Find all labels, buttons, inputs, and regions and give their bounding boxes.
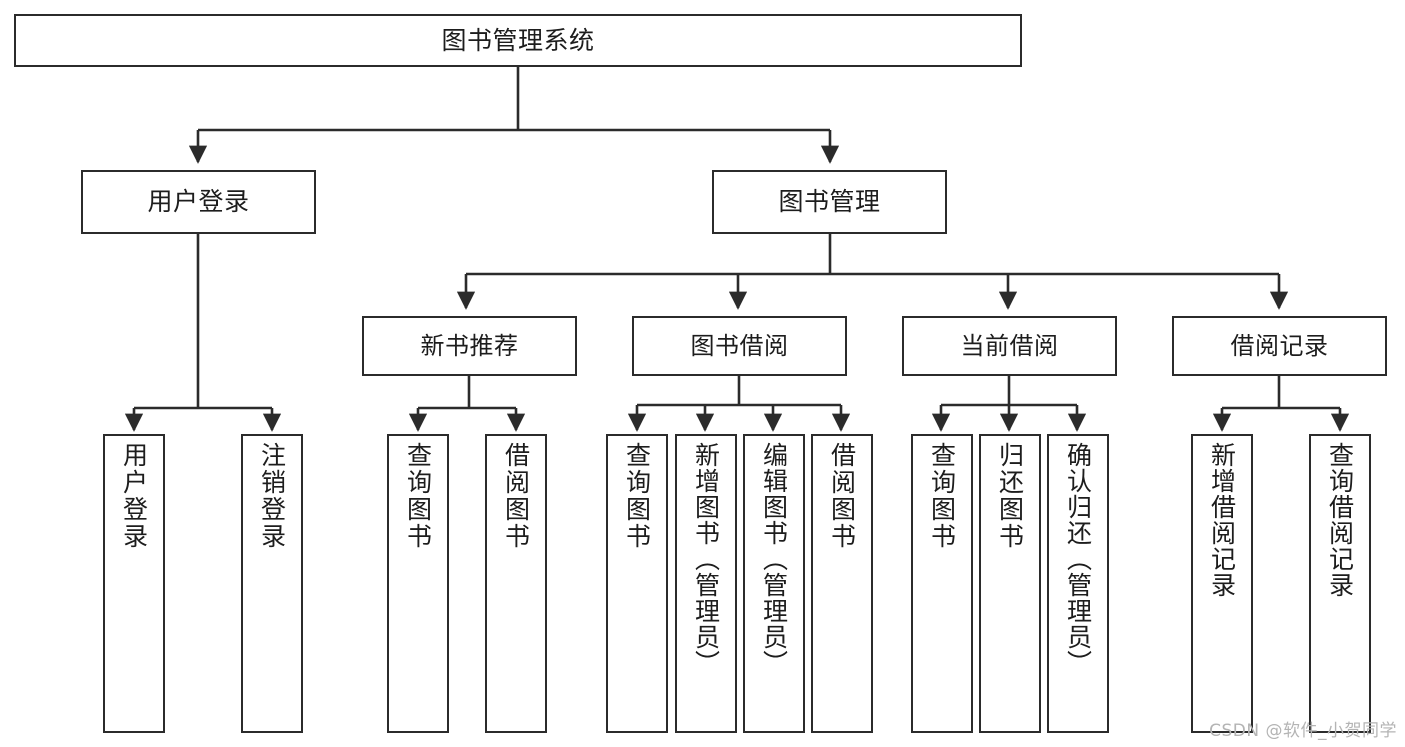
node-label: 编辑图书（管理员）	[759, 442, 789, 676]
node-book-management[interactable]: 图书管理	[712, 170, 947, 234]
node-label: 查询图书	[622, 442, 652, 550]
node-leaf-user-login[interactable]: 用户登录	[103, 434, 165, 733]
node-label: 查询图书	[927, 442, 957, 550]
node-label: 新书推荐	[420, 331, 519, 360]
node-label: 当前借阅	[960, 331, 1059, 360]
watermark-text: CSDN @软件_小贺同学	[1209, 721, 1397, 741]
node-label: 借阅记录	[1230, 331, 1329, 360]
node-leaf-edit-book[interactable]: 编辑图书（管理员）	[743, 434, 805, 733]
node-leaf-add-record[interactable]: 新增借阅记录	[1191, 434, 1253, 733]
node-label: 新增借阅记录	[1207, 442, 1237, 598]
node-new-book-recommend[interactable]: 新书推荐	[362, 316, 577, 376]
node-label: 查询图书	[403, 442, 433, 550]
node-leaf-logout-login[interactable]: 注销登录	[241, 434, 303, 733]
node-book-borrow[interactable]: 图书借阅	[632, 316, 847, 376]
node-leaf-query-book-3[interactable]: 查询图书	[911, 434, 973, 733]
node-leaf-query-book-2[interactable]: 查询图书	[606, 434, 668, 733]
node-borrow-record[interactable]: 借阅记录	[1172, 316, 1387, 376]
node-label: 图书管理	[778, 187, 881, 217]
node-label: 确认归还（管理员）	[1063, 442, 1093, 676]
node-label: 用户登录	[119, 442, 149, 550]
node-leaf-borrow-book-2[interactable]: 借阅图书	[811, 434, 873, 733]
node-leaf-query-record[interactable]: 查询借阅记录	[1309, 434, 1371, 733]
node-label: 归还图书	[995, 442, 1025, 550]
node-leaf-return-book[interactable]: 归还图书	[979, 434, 1041, 733]
node-leaf-add-book[interactable]: 新增图书（管理员）	[675, 434, 737, 733]
node-label: 借阅图书	[827, 442, 857, 550]
node-label: 图书管理系统	[441, 25, 595, 55]
node-label: 新增图书（管理员）	[691, 442, 721, 676]
node-label: 图书借阅	[690, 331, 789, 360]
node-label: 查询借阅记录	[1325, 442, 1355, 598]
node-label: 注销登录	[257, 442, 287, 550]
node-leaf-confirm-return[interactable]: 确认归还（管理员）	[1047, 434, 1109, 733]
node-label: 用户登录	[147, 187, 250, 217]
node-label: 借阅图书	[501, 442, 531, 550]
node-user-login[interactable]: 用户登录	[81, 170, 316, 234]
node-leaf-borrow-book-1[interactable]: 借阅图书	[485, 434, 547, 733]
node-current-borrow[interactable]: 当前借阅	[902, 316, 1117, 376]
node-root-book-management-system[interactable]: 图书管理系统	[14, 14, 1022, 67]
node-leaf-query-book-1[interactable]: 查询图书	[387, 434, 449, 733]
